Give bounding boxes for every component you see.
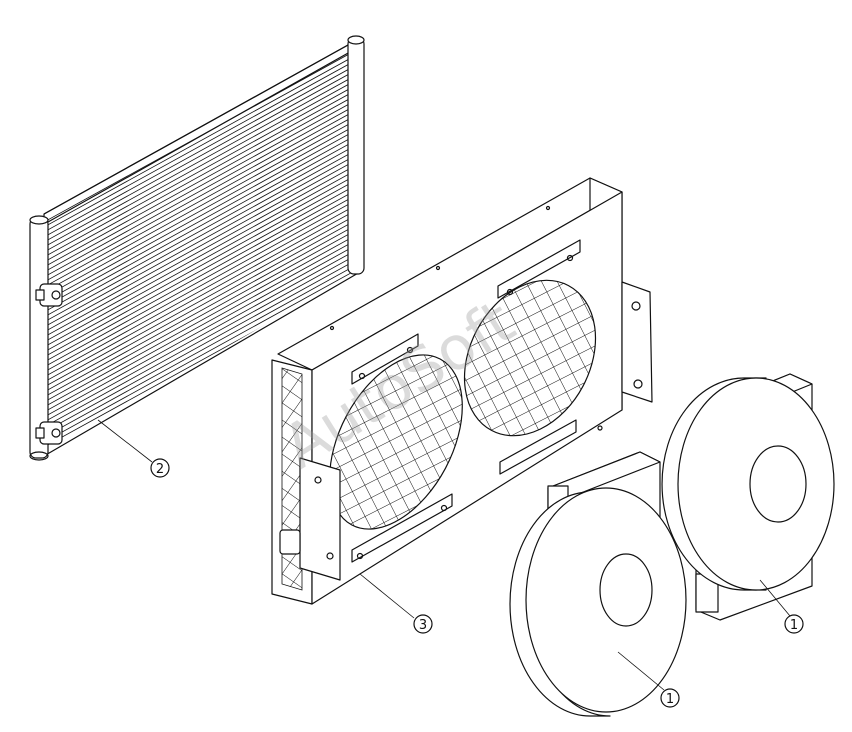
condenser-fin (48, 212, 358, 388)
condenser-fin (48, 192, 358, 368)
fan-shroud (271, 177, 653, 619)
callout-1-right-label: 1 (790, 618, 798, 633)
condenser-fin (48, 267, 358, 443)
condenser-fin (48, 242, 358, 418)
condenser-fin (48, 237, 358, 413)
condenser-fin (48, 217, 358, 393)
condenser-fin (48, 62, 358, 238)
condenser-fin (48, 207, 358, 383)
condenser-fin (48, 222, 358, 398)
condenser-fin (48, 257, 358, 433)
condenser-fin (48, 57, 358, 233)
condenser-fin (48, 177, 358, 353)
condenser-fin (48, 252, 358, 428)
callout-2-label: 2 (156, 462, 164, 477)
condenser-fin (48, 122, 358, 298)
condenser-fin (48, 127, 358, 303)
callout-3-label: 3 (419, 618, 427, 633)
condenser-fin (48, 107, 358, 283)
condenser-fin (48, 137, 358, 313)
condenser-fin (48, 162, 358, 338)
callout-2: 2 (150, 458, 170, 478)
condenser-fin (48, 152, 358, 328)
callout-1-left: 1 (660, 688, 680, 708)
condenser (29, 35, 365, 463)
condenser-fin (48, 197, 358, 373)
condenser-fin (48, 97, 358, 273)
condenser-fin (48, 52, 358, 228)
condenser-fin (48, 172, 358, 348)
condenser-fin (48, 117, 358, 293)
condenser-fin (48, 142, 358, 318)
condenser-fin (48, 82, 358, 258)
condenser-fin (48, 132, 358, 308)
callout-3: 3 (413, 614, 433, 634)
condenser-fin (48, 227, 358, 403)
condenser-fin (48, 67, 358, 243)
condenser-fin (48, 187, 358, 363)
condenser-fin (48, 262, 358, 438)
condenser-fin (48, 77, 358, 253)
condenser-fitting-top (35, 283, 63, 307)
condenser-fin (48, 247, 358, 423)
condenser-fitting-bottom (35, 421, 63, 445)
condenser-fin (48, 72, 358, 248)
fan-right (661, 373, 835, 621)
condenser-fin (48, 92, 358, 268)
condenser-fin (48, 112, 358, 288)
fan-left (509, 451, 687, 717)
condenser-fin (48, 87, 358, 263)
callout-1-right: 1 (784, 614, 804, 634)
condenser-fin (48, 202, 358, 378)
condenser-fin (48, 157, 358, 333)
condenser-fin (48, 182, 358, 358)
condenser-fin (48, 147, 358, 323)
condenser-fin (48, 232, 358, 408)
condenser-fin (48, 167, 358, 343)
condenser-fin (48, 102, 358, 278)
callout-1-left-label: 1 (666, 692, 674, 707)
